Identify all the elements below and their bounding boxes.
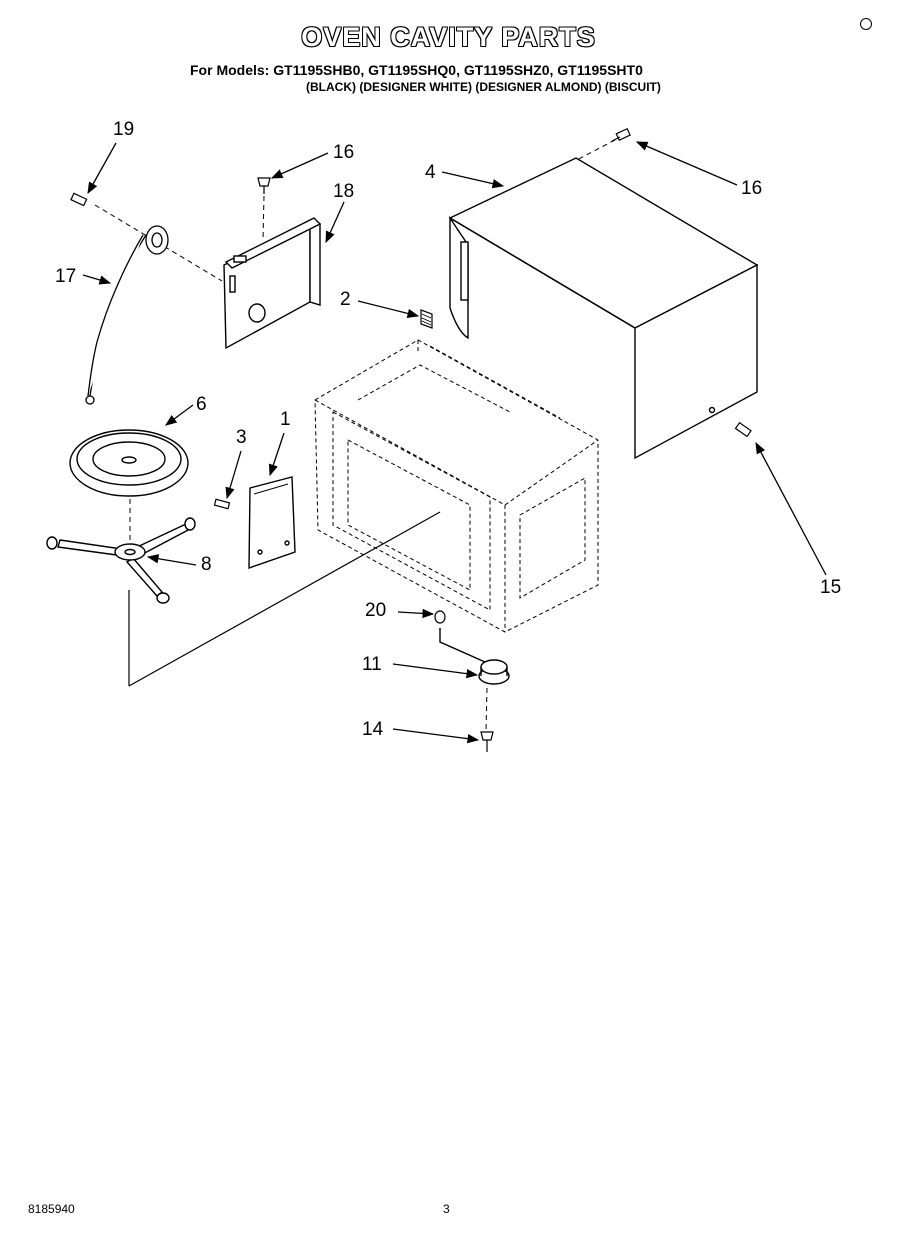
- callout-4: 4: [425, 162, 436, 183]
- callout-17: 17: [55, 266, 76, 287]
- washer-20: [434, 610, 446, 624]
- screw-19: [70, 192, 88, 207]
- callout-11: 11: [362, 654, 382, 675]
- page-title: OVEN CAVITY PARTS: [301, 22, 596, 52]
- callout-20: 20: [365, 600, 386, 621]
- callout-16-right: 16: [741, 178, 762, 199]
- leader-8: [146, 554, 197, 566]
- leader-11: [392, 663, 479, 679]
- document-number: 8185940: [28, 1202, 75, 1216]
- leader-6: [165, 404, 194, 426]
- leader-19: [87, 142, 117, 195]
- page-number: 3: [443, 1202, 450, 1216]
- leader-15: [755, 441, 827, 576]
- leader-20: [397, 608, 435, 619]
- leader-17: [82, 274, 112, 285]
- callout-14: 14: [362, 719, 384, 740]
- callout-1: 1: [280, 409, 291, 430]
- lamp-cord-part: [85, 225, 169, 405]
- leader-16-top: [270, 152, 329, 179]
- assembly-line-16-18: [262, 195, 265, 241]
- leader-14: [392, 728, 480, 744]
- leader-3: [225, 450, 242, 500]
- screw-16-right: [611, 127, 631, 142]
- screw-14: [480, 731, 494, 752]
- cover-plate-part: [248, 476, 296, 569]
- turntable-motor-part: [439, 628, 510, 685]
- shaft-guide-diagonal: [128, 511, 441, 687]
- callout-18: 18: [333, 181, 354, 202]
- screw-15: [734, 421, 752, 438]
- assembly-line-16-4: [572, 139, 616, 163]
- outer-wrapper-part: [448, 157, 759, 460]
- vent-part: [420, 309, 433, 329]
- callout-2: 2: [340, 289, 351, 310]
- roller-support-part: [46, 517, 196, 604]
- models-line: For Models: GT1195SHB0, GT1195SHQ0, GT11…: [190, 62, 643, 78]
- callout-16-top: 16: [333, 142, 354, 163]
- callout-15: 15: [820, 577, 841, 598]
- screw-16-top: [257, 177, 271, 194]
- assembly-line-11-14: [485, 687, 488, 731]
- screw-3: [213, 498, 231, 510]
- leader-2: [357, 300, 420, 318]
- leader-4: [441, 171, 505, 189]
- bracket-plate-part: [223, 217, 322, 350]
- turntable-tray-part: [69, 429, 189, 497]
- corner-mark: [860, 18, 872, 30]
- callout-3: 3: [236, 427, 247, 448]
- callout-6: 6: [196, 394, 207, 415]
- callout-19: 19: [113, 119, 134, 140]
- callout-8: 8: [201, 554, 212, 575]
- oven-cavity-part: [314, 339, 599, 633]
- leader-18: [325, 201, 345, 244]
- leader-16-right: [635, 141, 738, 186]
- colors-line: (BLACK) (DESIGNER WHITE) (DESIGNER ALMON…: [306, 80, 661, 94]
- leader-1: [268, 432, 285, 477]
